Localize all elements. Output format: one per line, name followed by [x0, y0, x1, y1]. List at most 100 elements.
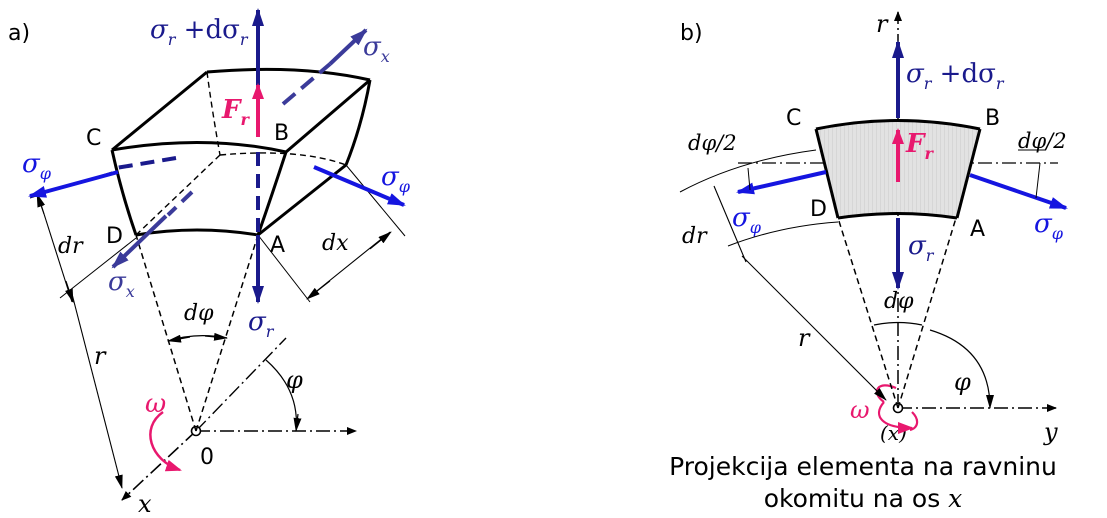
edge-b-C-B: [815, 119, 981, 131]
dphi-half-left-dim: [747, 167, 751, 191]
sigma-x-bottom-arrow: [111, 214, 168, 269]
dr-arrow-upper: [36, 193, 46, 215]
edge-C-D: [110, 149, 138, 236]
point-b-C-label: C: [786, 106, 801, 131]
r-b-dimension-line: [741, 255, 887, 401]
point-b-B-label: B: [985, 106, 1000, 131]
dx-arrow-lower: [306, 280, 331, 300]
dphi-half-right-label: dφ/2: [1018, 129, 1067, 153]
phi-b-label: φ: [954, 368, 971, 396]
dr-arrow-lower: [65, 280, 74, 303]
sigma-r-plus-b-label: σr +dσr: [906, 59, 1005, 93]
sigma-x-top-arrow: [328, 28, 368, 66]
omega-arrow: [149, 410, 182, 472]
Fr-b-label: Fr: [905, 129, 934, 163]
sigma-r-b-label: σr: [908, 231, 935, 265]
dx-extension-A: [257, 234, 311, 303]
sigma-phi-left-label: σφ: [22, 149, 52, 183]
panel-a-tag: a): [8, 21, 30, 46]
x-paren-label: (x): [880, 421, 907, 445]
point-C-label: C: [86, 126, 101, 151]
dphi-arc: [167, 335, 228, 342]
dr-b-ext-lower: [727, 221, 839, 247]
radial-line-left: [135, 234, 197, 432]
edge-b-D-A: [837, 212, 958, 220]
edge-b-B-A: [955, 128, 982, 219]
omega-label: ω: [145, 389, 166, 419]
hidden-edge-left: [135, 154, 221, 236]
radial-b-right: [897, 217, 957, 409]
point-A-label: A: [270, 233, 285, 258]
dr-label: dr: [58, 234, 84, 259]
dx-extension-B: [345, 164, 406, 237]
dphi-half-left-label: dφ/2: [688, 131, 737, 155]
edge-top-back: [206, 67, 371, 82]
edge-b-C-D: [814, 128, 840, 219]
dphi-arrow-left: [167, 334, 191, 343]
caption-line-1: Projekcija elementa na ravninu: [669, 452, 1057, 481]
hidden-edge-top: [206, 71, 221, 156]
omega-b-arrow: [878, 401, 914, 434]
dr-b-ext-upper: [679, 149, 817, 193]
sigma-phi-b-left-arrow: [736, 170, 827, 195]
dphi-b-label: dφ: [884, 289, 914, 314]
sigma-phi-left-arrow: [28, 170, 119, 198]
x-axis-line: [121, 430, 197, 501]
edge-C-top: [111, 70, 208, 152]
radial-b-left: [837, 217, 899, 409]
edge-A-right: [257, 163, 347, 237]
phi-b-arc: [929, 329, 994, 409]
panel-b-tag: b): [680, 21, 703, 46]
sigma-phi-right-arrow: [313, 165, 406, 207]
dphi-half-right-dim: [1035, 162, 1041, 199]
sigma-phi-right-label: σφ: [381, 162, 411, 196]
dphi-b-arc: [873, 321, 923, 326]
sigma-x-bottom-hidden: [166, 190, 194, 217]
r-b-label: r: [798, 324, 811, 352]
phi-arc-arrow: [293, 413, 302, 432]
sigma-r-plus-label: σr +dσr: [150, 15, 249, 49]
panel-b: b) r y (x) ω C B D A σr +dσr F: [679, 10, 1068, 446]
edge-B-top: [285, 78, 371, 154]
dphi-arrow-right: [204, 332, 228, 341]
sigma-x-bottom-label: σx: [108, 267, 135, 301]
r-dimension-line: [71, 293, 123, 489]
dr-extension-lower: [59, 237, 137, 299]
panel-a: a) x 0 ω dφ φ r dr: [8, 8, 411, 518]
sigma-phi-left-hidden: [115, 156, 177, 170]
phi-label: φ: [286, 366, 303, 394]
r-label: r: [94, 342, 107, 370]
omega-b-label: ω: [850, 396, 870, 424]
origin-label: 0: [200, 445, 214, 470]
sigma-phi-b-right-label: σφ: [1034, 209, 1064, 243]
edge-D-A: [135, 228, 259, 237]
caption-line-2-var: x: [948, 484, 963, 513]
phi-reference-line: [195, 337, 287, 432]
edge-right-back: [344, 79, 372, 166]
sigma-phi-b-left-label: σφ: [732, 203, 762, 237]
dphi-label: dφ: [184, 301, 214, 326]
dx-arrow-upper: [369, 231, 392, 250]
sigma-r-bottom-label: σr: [248, 307, 275, 341]
sigma-x-top-hidden: [281, 62, 332, 106]
point-B-label: B: [274, 121, 289, 146]
dx-label: dx: [322, 231, 349, 256]
Fr-label: Fr: [221, 95, 250, 129]
point-b-D-label: D: [810, 197, 827, 222]
hidden-edge-right: [219, 152, 347, 166]
dr-b-dim: [713, 185, 747, 263]
edge-B-A: [256, 151, 288, 236]
point-b-A-label: A: [970, 217, 985, 242]
sigma-x-top-label: σx: [363, 32, 390, 66]
caption-line-2-text: okomitu na os: [763, 484, 949, 513]
y-axis-label: y: [1043, 418, 1058, 446]
caption-line-2: okomitu na os x: [628, 484, 1098, 513]
r-axis-label: r: [876, 10, 889, 38]
sigma-phi-b-right-arrow: [969, 173, 1068, 210]
dr-b-label: dr: [682, 224, 708, 249]
x-axis-label: x: [138, 490, 152, 518]
point-D-label: D: [106, 224, 123, 249]
edge-C-B: [111, 141, 287, 154]
